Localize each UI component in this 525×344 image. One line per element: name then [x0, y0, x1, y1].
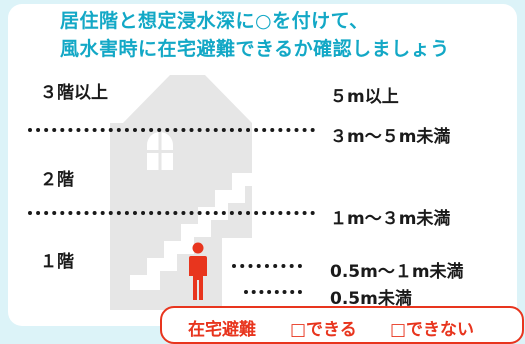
depth-3m-5m: ３m〜５m未満 — [330, 127, 451, 147]
floor-1-label: １階 — [40, 252, 74, 272]
depth-1m-3m: １m〜３m未満 — [330, 209, 451, 229]
level-line-1m — [28, 211, 315, 215]
evacuation-label: 在宅避難 — [188, 320, 256, 340]
level-line-0-5m-1m — [232, 264, 302, 268]
depth-over-5m: ５m以上 — [330, 87, 399, 107]
title-line-2: 風水害時に在宅避難できるか確認しましょう — [60, 38, 450, 60]
level-line-3m — [28, 128, 315, 132]
option-can-checkbox[interactable]: □できる — [290, 320, 357, 340]
option-cannot-checkbox[interactable]: □できない — [390, 320, 475, 340]
floor-3-up-label: ３階以上 — [40, 83, 108, 103]
level-line-under-0-5m — [244, 290, 302, 294]
evacuation-box: 在宅避難 □できる □できない — [160, 306, 524, 344]
depth-under-0-5m: 0.5m未満 — [330, 289, 412, 309]
floor-2-label: ２階 — [40, 170, 74, 190]
diagram-card — [8, 4, 517, 326]
title-line-1: 居住階と想定浸水深に○を付けて、 — [60, 10, 369, 32]
depth-0-5m-1m: 0.5m〜１m未満 — [330, 262, 464, 282]
person-icon — [189, 242, 207, 300]
